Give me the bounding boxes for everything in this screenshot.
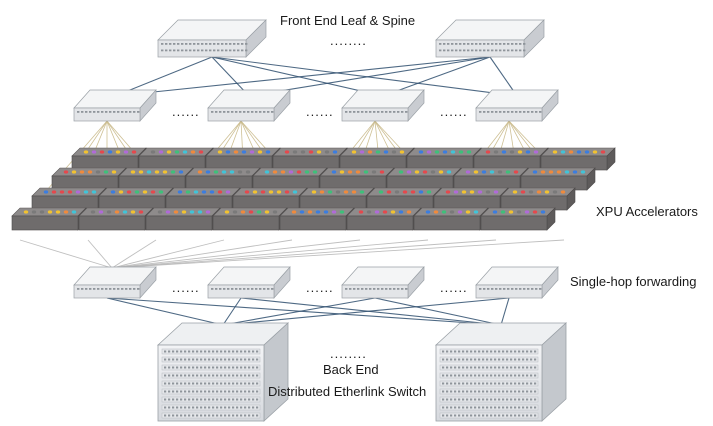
back-end-label: Back End [323,362,379,377]
spine-leaf-link [248,56,491,97]
leaf-chassis-link [106,297,502,326]
leaf-switch [73,89,157,122]
spine-leaf-link [489,56,518,97]
accelerator-backend-link [111,239,429,269]
accelerator-tray [366,187,442,211]
spine-switch [157,19,267,58]
accelerator-tray [232,187,308,211]
spine-leaf-link [114,56,491,97]
spine-switch [435,19,545,58]
accelerator-backend-link [111,239,497,269]
accelerator-backend-link [111,239,225,269]
distributed-etherlink-switch-label: Distributed Etherlink Switch [268,384,426,399]
accelerator-tray [165,187,241,211]
accelerator-tray [279,207,355,231]
backend-leaf-ellipsis-2: ...... [306,280,334,295]
accelerator-tray [480,207,556,231]
accelerator-tray [11,207,87,231]
spine-leaf-link [114,56,213,97]
accelerator-tray [339,147,415,171]
accelerator-backend-link [19,239,113,269]
backend-leaf-ellipsis-1: ...... [172,280,200,295]
accelerator-tray [252,167,328,191]
accelerator-tray [98,187,174,211]
spine-leaf-link [382,56,491,97]
backend-leaf-ellipsis-3: ...... [440,280,468,295]
front-end-links [114,56,518,97]
spine-leaf-link [211,56,250,97]
spine-leaf-link [211,56,518,97]
front-end-leaf-switches [73,89,559,122]
accelerator-tray [386,167,462,191]
accelerator-tray [78,207,154,231]
accelerator-backend-link [87,239,113,269]
leaf-chassis-link [374,297,502,326]
front-end-ellipsis: ........ [330,33,367,48]
accelerator-tray [145,207,221,231]
chassis-switch [434,322,568,422]
accelerator-tray [433,187,509,211]
accelerator-tray [453,167,529,191]
leaf-switch [341,89,425,122]
accelerator-tray [500,187,576,211]
backend-leaf-switch [341,266,425,299]
accelerator-tray [212,207,288,231]
accelerator-downlinks [19,239,565,269]
accelerator-tray [31,187,107,211]
accelerator-tray [413,207,489,231]
accelerator-tray [138,147,214,171]
leaf-switch [207,89,291,122]
leaf-chassis-link [222,297,242,326]
accelerator-tray [185,167,261,191]
leaf-ellipsis-3: ...... [440,104,468,119]
front-end-spine-switches [157,19,545,58]
leaf-ellipsis-2: ...... [306,104,334,119]
front-end-label: Front End Leaf & Spine [280,13,415,28]
accelerator-tray [520,167,596,191]
accelerator-backend-link [111,239,565,269]
leaf-chassis-link [106,297,224,326]
accelerator-tray [118,167,194,191]
accelerator-tray [71,147,147,171]
leaf-chassis-link [500,297,510,326]
backend-leaf-switch [475,266,559,299]
accelerator-backend-link [111,239,293,269]
accelerator-tray [51,167,127,191]
accelerator-tray [319,167,395,191]
accelerator-tray [406,147,482,171]
backend-leaf-switch [207,266,291,299]
leaf-chassis-link [222,297,376,326]
accelerator-backend-link [111,239,157,269]
accelerator-tray [540,147,616,171]
single-hop-forwarding-label: Single-hop forwarding [570,274,696,289]
backend-leaf-switch [73,266,157,299]
leaf-ellipsis-1: ...... [172,104,200,119]
xpu-accelerators-label: XPU Accelerators [596,204,698,219]
accelerator-tray [473,147,549,171]
accelerator-tray [299,187,375,211]
leaf-chassis-link [222,297,510,326]
accelerator-backend-link [111,239,361,269]
back-end-links [106,297,510,326]
leaf-switch [475,89,559,122]
accelerator-tray [346,207,422,231]
xpu-accelerator-array [11,147,616,231]
chassis-switch [156,322,290,422]
back-end-chassis-switches [156,322,568,422]
accelerator-tray [205,147,281,171]
single-hop-leaf-switches [73,266,559,299]
back-end-ellipsis: ........ [330,346,367,361]
accelerator-tray [272,147,348,171]
